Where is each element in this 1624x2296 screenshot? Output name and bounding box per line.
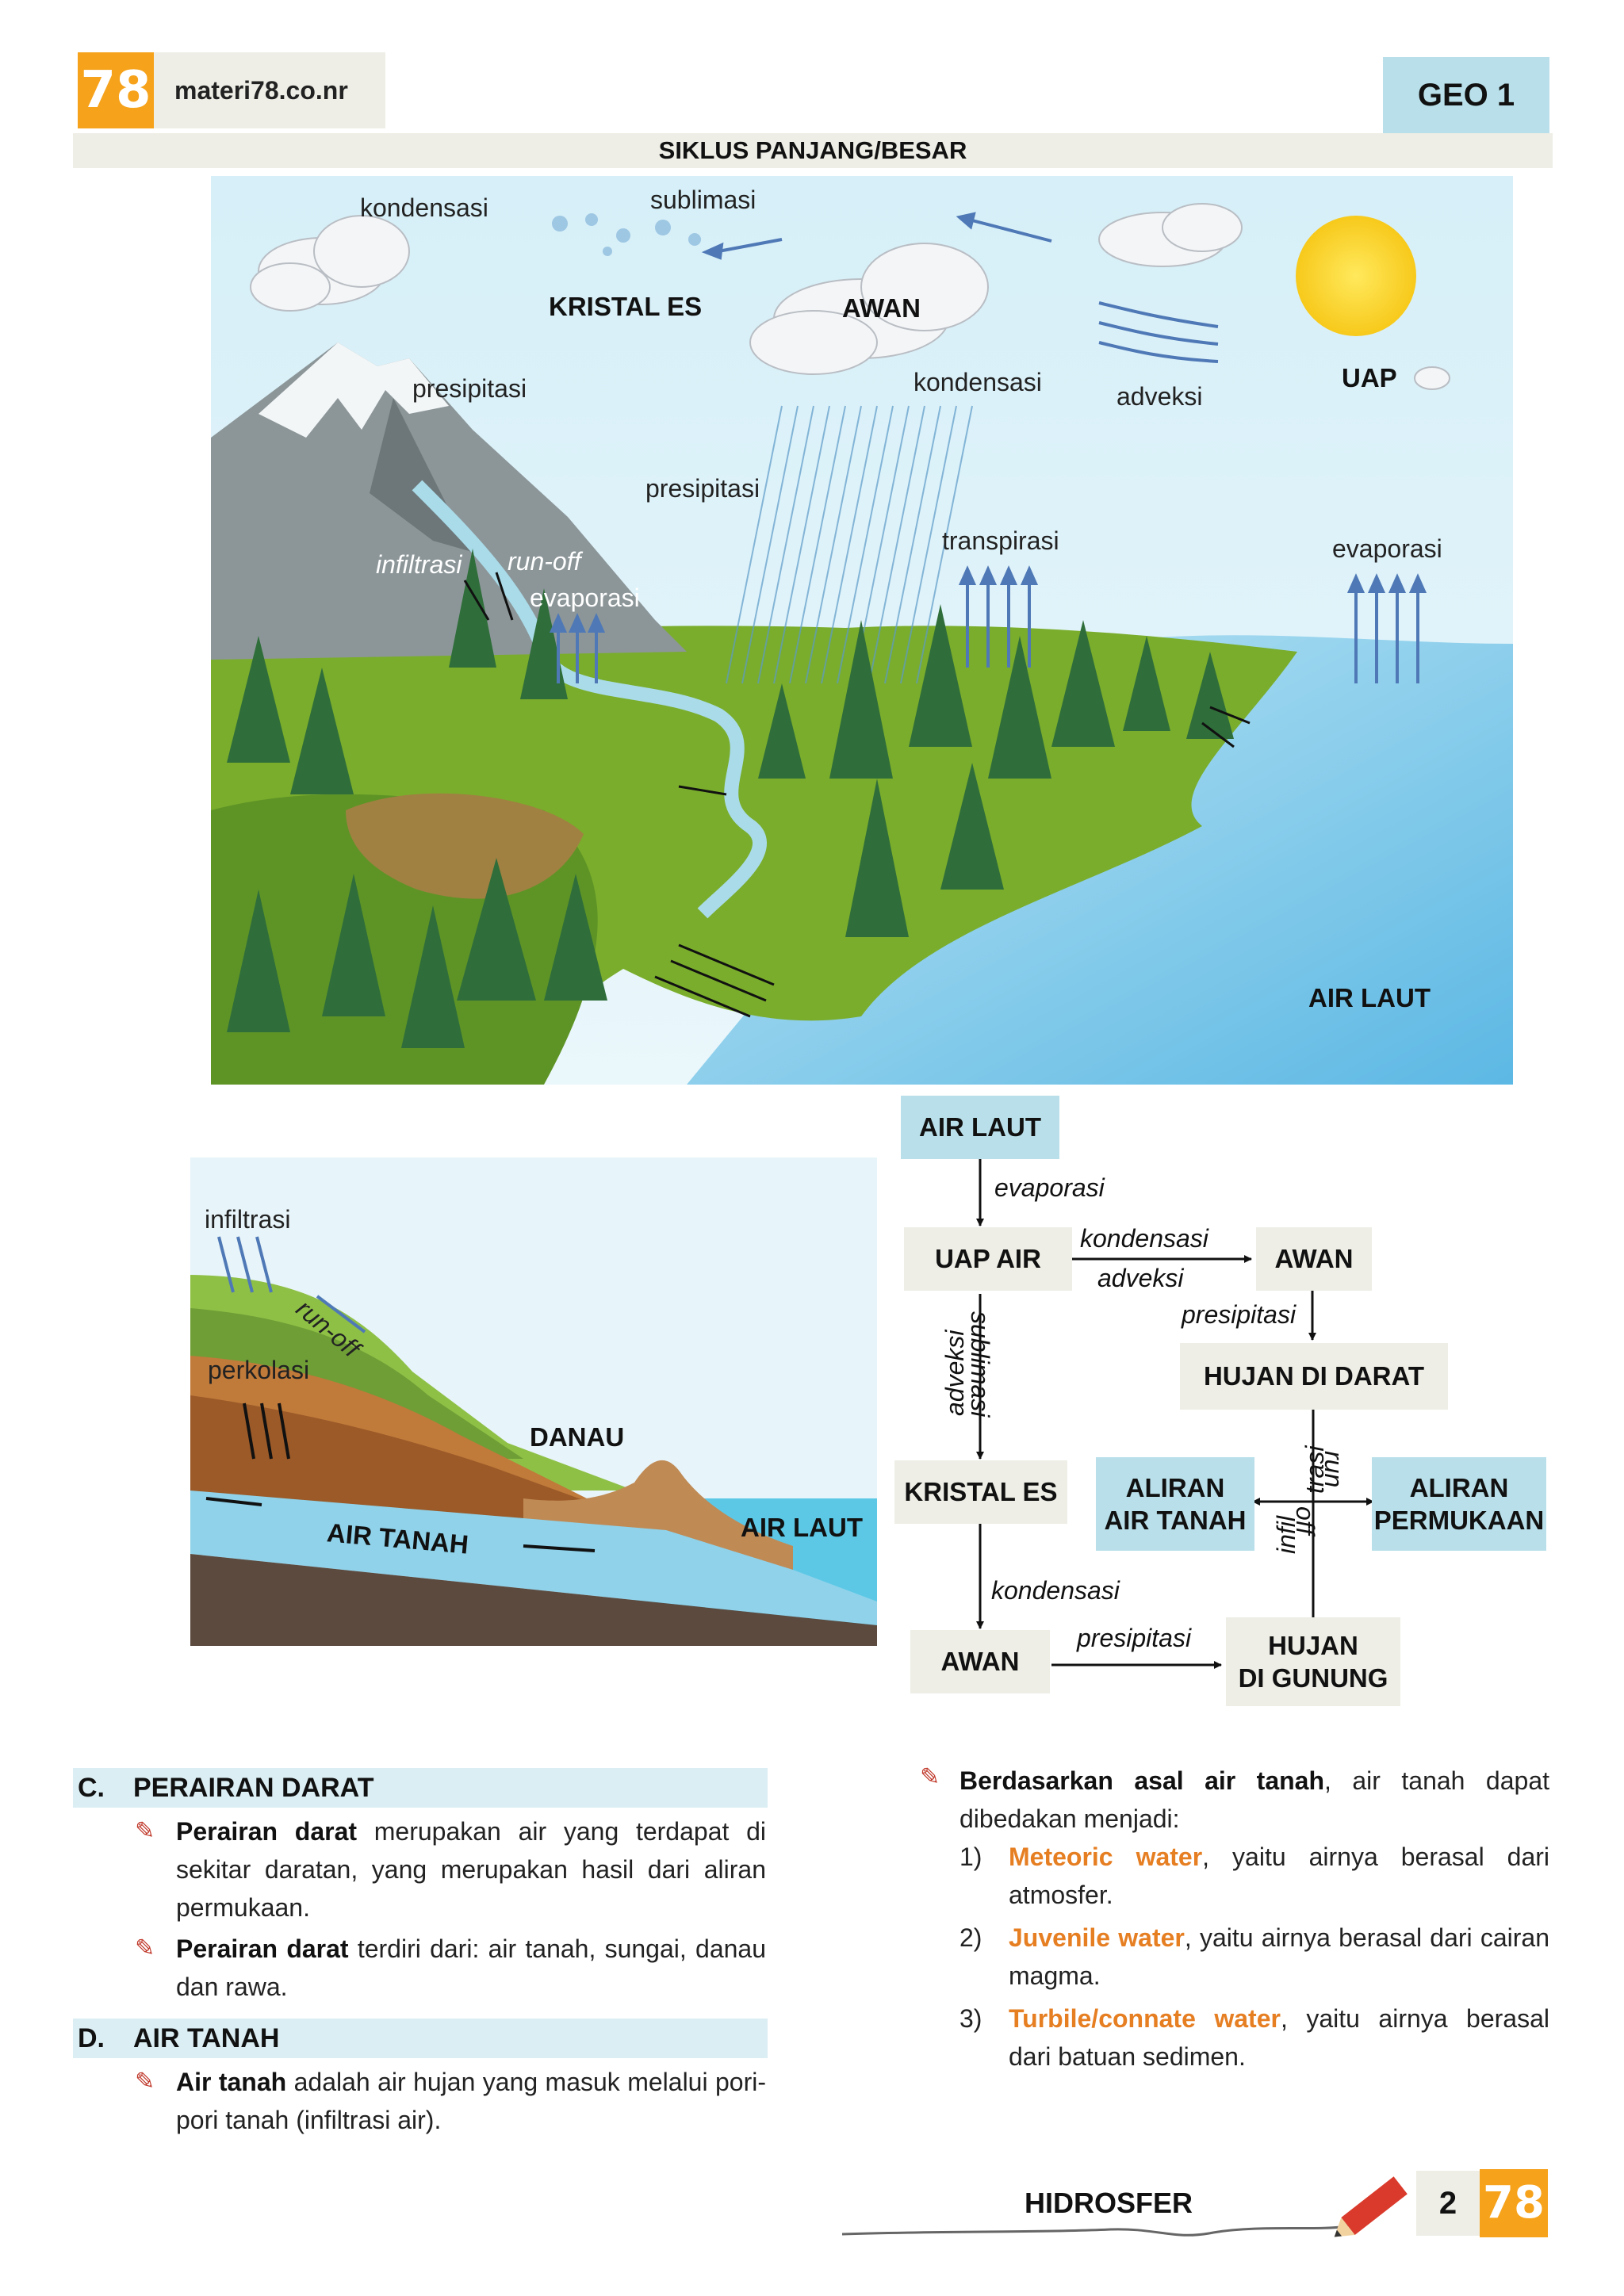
edge-run: run: [1320, 1451, 1348, 1488]
section-d-p1-text: adalah air hujan yang masuk melalui pori…: [176, 2068, 767, 2134]
edge-sublimasi-v: sublimasi: [966, 1311, 994, 1418]
section-c-paragraph-1: Perairan darat merupakan air yang terdap…: [176, 1812, 766, 1927]
page-number: 2: [1416, 2171, 1480, 2236]
label-uap: UAP: [1342, 363, 1397, 392]
footer-pencil-line: [841, 2176, 1408, 2237]
page-title: SIKLUS PANJANG/BESAR: [73, 133, 1553, 168]
term-turbile-connate-water: Turbile/connate water: [1009, 2004, 1281, 2033]
node-hujan-di-darat: HUJAN DI DARAT: [1180, 1343, 1448, 1410]
label-air-laut: AIR LAUT: [1308, 983, 1431, 1012]
label-kristal-es: KRISTAL ES: [549, 292, 703, 321]
term-berdasarkan-asal: Berdasarkan asal air tanah: [959, 1766, 1325, 1795]
node-hujan-di-gunung-line1: HUJAN: [1268, 1630, 1358, 1660]
section-d-title: AIR TANAH: [133, 2023, 280, 2053]
label-infiltrasi: infiltrasi: [376, 550, 462, 579]
edge-adveksi-h: adveksi: [1097, 1264, 1184, 1292]
list-item-text: , yaitu airnya berasal dari batuan sedim…: [1009, 2004, 1549, 2071]
edge-kondensasi-top: kondensasi: [1080, 1224, 1208, 1253]
list-number: 1): [959, 1843, 982, 1871]
section-c-letter: C.: [78, 1773, 105, 1803]
label-kondensasi-mid: kondensasi: [914, 368, 1042, 396]
pencil-bullet-icon: ✎: [135, 1935, 155, 1961]
label-presipitasi-rain: presipitasi: [645, 474, 760, 503]
label-evaporasi-sea: evaporasi: [1332, 534, 1442, 563]
edge-presipitasi-bottom: presipitasi: [1077, 1624, 1192, 1652]
section-d-paragraph-1: Air tanah adalah air hujan yang masuk me…: [176, 2063, 766, 2139]
node-aliran-permukaan-line1: ALIRAN: [1409, 1472, 1509, 1502]
term-juvenile-water: Juvenile water: [1009, 1923, 1185, 1952]
edge-presipitasi-top: presipitasi: [1182, 1300, 1297, 1329]
term-perairan-darat-2: Perairan darat: [176, 1934, 349, 1963]
term-air-tanah: Air tanah: [176, 2068, 287, 2096]
list-item-juvenile: Juvenile water, yaitu airnya berasal dar…: [1009, 1919, 1549, 1995]
node-kristal-es: KRISTAL ES: [894, 1460, 1067, 1524]
node-aliran-air-tanah-line2: AIR TANAH: [1104, 1506, 1247, 1535]
pencil-bullet-icon: ✎: [135, 1818, 155, 1844]
edge-off: off: [1291, 1506, 1320, 1535]
groundwater-illustration: infiltrasi run-off perkolasi DANAU AIR T…: [190, 1158, 877, 1646]
node-aliran-permukaan: ALIRAN PERMUKAAN: [1372, 1457, 1546, 1551]
footer-logo-78: 78: [1480, 2169, 1548, 2237]
term-meteoric-water: Meteoric water: [1009, 1843, 1203, 1871]
label-sublimasi: sublimasi: [650, 186, 756, 214]
label-infiltrasi-small: infiltrasi: [205, 1205, 291, 1234]
water-cycle-artwork: [211, 176, 1513, 1085]
section-d-heading: D. AIR TANAH: [73, 2019, 768, 2058]
label-presipitasi-mountain: presipitasi: [412, 374, 527, 403]
site-name: materi78.co.nr: [154, 52, 385, 128]
node-aliran-air-tanah-line1: ALIRAN: [1125, 1472, 1225, 1502]
list-item-text: , yaitu airnya berasal dari cairan magma…: [1009, 1923, 1550, 1990]
node-aliran-permukaan-line2: PERMUKAAN: [1373, 1506, 1545, 1535]
node-aliran-air-tanah: ALIRAN AIR TANAH: [1096, 1457, 1254, 1551]
term-perairan-darat: Perairan darat: [176, 1817, 358, 1846]
origin-intro: Berdasarkan asal air tanah, air tanah da…: [959, 1762, 1549, 1838]
section-c-paragraph-2: Perairan darat terdiri dari: air tanah, …: [176, 1930, 766, 2006]
origin-intro-text: , air tanah dapat dibedakan menjadi:: [959, 1766, 1550, 1833]
node-hujan-di-gunung: HUJAN DI GUNUNG: [1226, 1617, 1400, 1706]
subject-tag: GEO 1: [1383, 57, 1549, 133]
list-number: 2): [959, 1923, 982, 1952]
edge-evaporasi: evaporasi: [994, 1173, 1105, 1202]
pencil-bullet-icon: ✎: [135, 2068, 155, 2095]
label-run-off: run-off: [508, 547, 581, 576]
list-item-turbile: Turbile/connate water, yaitu airnya bera…: [1009, 1999, 1549, 2076]
section-d-letter: D.: [78, 2023, 105, 2053]
label-transpirasi: transpirasi: [942, 526, 1059, 555]
label-awan: AWAN: [842, 293, 921, 323]
node-uap-air: UAP AIR: [904, 1227, 1072, 1291]
edge-kondensasi-bottom: kondensasi: [991, 1576, 1120, 1605]
water-cycle-illustration: kondensasi sublimasi KRISTAL ES AWAN pre…: [211, 176, 1513, 1085]
section-c-p1-text: merupakan air yang terdapat di sekitar d…: [176, 1817, 767, 1922]
node-awan-bottom: AWAN: [910, 1630, 1050, 1693]
node-hujan-di-gunung-line2: DI GUNUNG: [1238, 1663, 1388, 1693]
node-awan-top: AWAN: [1256, 1227, 1372, 1291]
logo-78: 78: [78, 52, 154, 128]
section-c-p2-text: terdiri dari: air tanah, sungai, danau d…: [176, 1934, 767, 2001]
node-air-laut: AIR LAUT: [901, 1096, 1059, 1159]
list-item-text: , yaitu airnya berasal dari atmosfer.: [1009, 1843, 1550, 1909]
section-c-heading: C. PERAIRAN DARAT: [73, 1768, 768, 1808]
label-adveksi: adveksi: [1116, 382, 1203, 411]
label-perkolasi: perkolasi: [208, 1356, 310, 1384]
footer-title: HIDROSFER: [1025, 2187, 1193, 2219]
list-number: 3): [959, 2004, 982, 2033]
label-evaporasi-river: evaporasi: [530, 584, 640, 612]
label-danau: DANAU: [530, 1422, 625, 1452]
list-item-meteoric: Meteoric water, yaitu airnya berasal dar…: [1009, 1838, 1549, 1914]
label-air-laut-small: AIR LAUT: [741, 1513, 863, 1542]
pencil-bullet-icon: ✎: [920, 1764, 940, 1790]
section-c-title: PERAIRAN DARAT: [133, 1773, 374, 1803]
label-kondensasi-top: kondensasi: [360, 193, 488, 222]
groundwater-artwork: [190, 1158, 877, 1646]
